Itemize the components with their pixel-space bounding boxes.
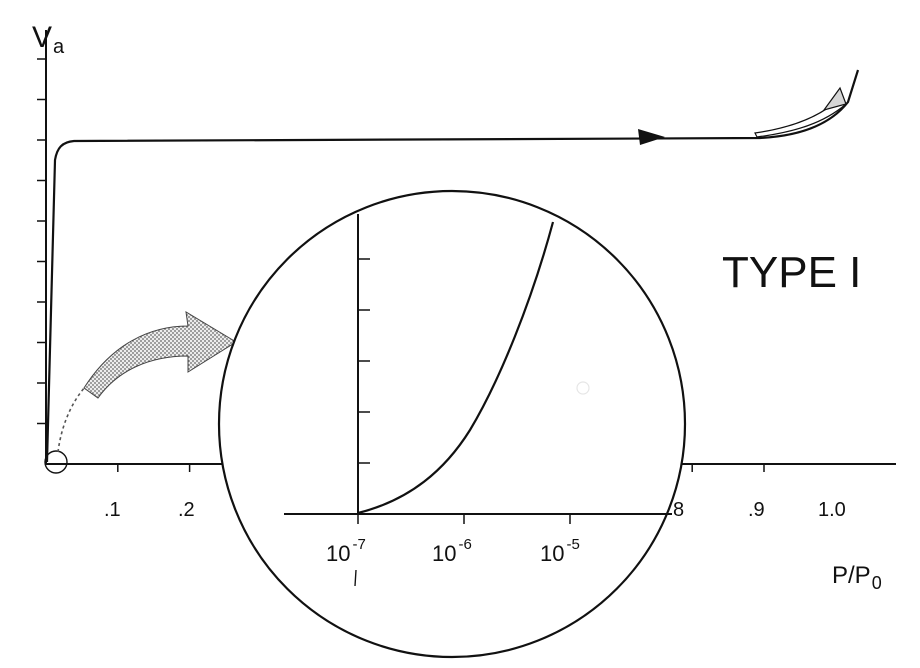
y-axis-label: Va bbox=[32, 21, 65, 58]
isotherm-direction-arrow bbox=[638, 129, 665, 145]
scan-artifact bbox=[576, 381, 590, 395]
origin-zoom-circle bbox=[44, 450, 68, 474]
main-y-ticks bbox=[37, 58, 46, 425]
zoom-arrow bbox=[83, 311, 237, 399]
x-tick-label: 1.0 bbox=[818, 499, 846, 521]
x-tick-label: .1 bbox=[104, 499, 121, 521]
main-isotherm-curve bbox=[45, 69, 860, 463]
inset-x-tick-label: 10-7 bbox=[326, 536, 366, 566]
x-tick-label: .2 bbox=[178, 499, 195, 521]
inset-x-tick-label: 10-6 bbox=[432, 536, 472, 566]
inset-zoom: 10-7 10-6 10-5 bbox=[217, 189, 687, 659]
x-axis-label: P/P0 bbox=[832, 562, 882, 593]
inset-x-tick-label: 10-5 bbox=[540, 536, 580, 566]
x-tick-label: 8 bbox=[673, 499, 684, 521]
zoom-dotted-connector bbox=[57, 379, 93, 453]
inset-x-ticks bbox=[357, 514, 571, 524]
inset-circle bbox=[217, 189, 687, 659]
inset-marker bbox=[354, 569, 357, 587]
inset-y-ticks bbox=[358, 258, 370, 464]
inset-curve bbox=[357, 221, 555, 515]
type-label: TYPE I bbox=[722, 248, 861, 297]
hysteresis-arrowhead bbox=[822, 86, 847, 112]
x-tick-label: .9 bbox=[748, 499, 765, 521]
